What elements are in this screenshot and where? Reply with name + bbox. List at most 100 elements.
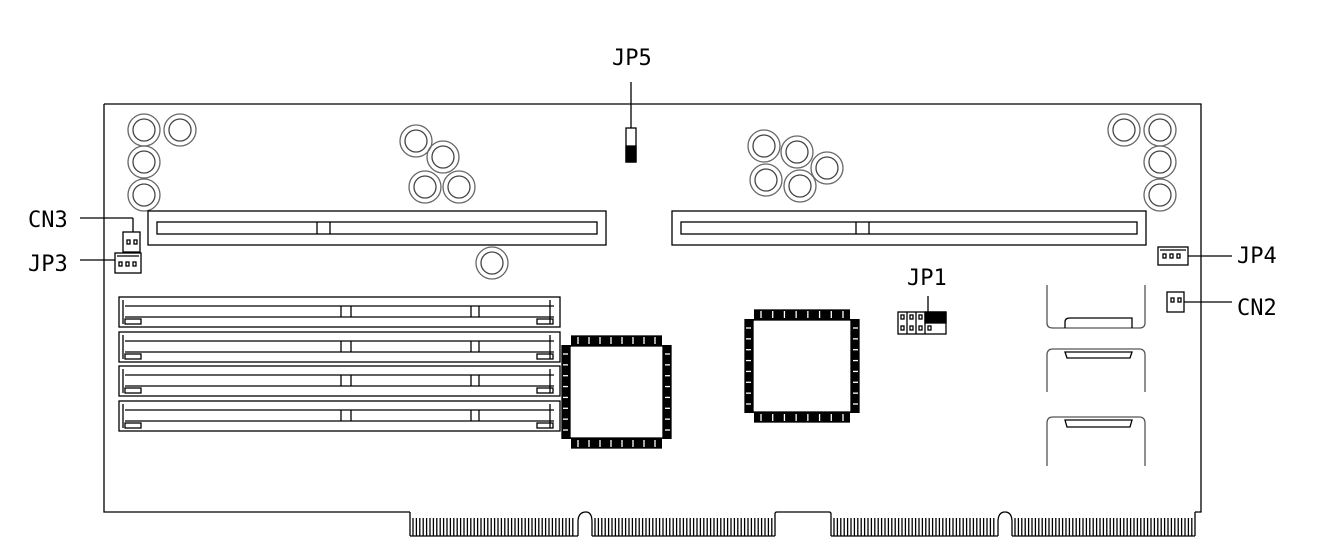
capacitor bbox=[1143, 113, 1177, 147]
pin bbox=[909, 325, 914, 331]
capacitor-inner bbox=[132, 118, 156, 142]
capacitor-inner bbox=[785, 140, 809, 164]
bracket-tab bbox=[1064, 317, 1133, 328]
capacitor bbox=[1143, 145, 1177, 179]
capacitor-inner bbox=[447, 175, 471, 199]
slot-body bbox=[671, 210, 1147, 246]
capacitor bbox=[163, 113, 197, 147]
dimm-body bbox=[118, 400, 561, 432]
capacitor bbox=[1143, 178, 1177, 212]
bracket-tab bbox=[1064, 351, 1133, 359]
edge-connector bbox=[409, 511, 1196, 537]
board-outline bbox=[103, 103, 1202, 513]
pin bbox=[125, 261, 130, 267]
pin bbox=[1170, 297, 1175, 303]
capacitor bbox=[127, 113, 161, 147]
capacitor bbox=[1107, 113, 1141, 147]
corner bbox=[662, 335, 672, 345]
capacitor-inner bbox=[168, 118, 192, 142]
capacitor-outer bbox=[127, 178, 161, 212]
corner bbox=[561, 439, 571, 449]
capacitor-outer bbox=[163, 113, 197, 147]
pin bbox=[918, 325, 923, 331]
pin bbox=[927, 325, 932, 331]
capacitor bbox=[442, 170, 476, 204]
pci-slot bbox=[147, 210, 607, 246]
bracket-outline bbox=[1046, 348, 1146, 392]
jumper-jp5 bbox=[625, 127, 637, 163]
dimm-clip bbox=[124, 422, 142, 429]
dimm-slot bbox=[118, 400, 561, 432]
capacitor-outer bbox=[408, 170, 442, 204]
pin bbox=[133, 239, 138, 245]
capacitor-outer bbox=[783, 169, 817, 203]
capacitor bbox=[780, 135, 814, 169]
pin bbox=[132, 261, 137, 267]
bracket-tab bbox=[1064, 419, 1133, 428]
capacitor-inner bbox=[404, 129, 428, 153]
pin bbox=[909, 314, 914, 320]
qfp-chip bbox=[561, 335, 672, 449]
capacitor bbox=[810, 151, 844, 185]
capacitor bbox=[399, 124, 433, 158]
pin bbox=[1169, 253, 1174, 259]
chip-body bbox=[569, 345, 664, 439]
jp1-cap bbox=[924, 311, 947, 324]
capacitor bbox=[127, 178, 161, 212]
capacitor-inner bbox=[413, 175, 437, 199]
corner bbox=[744, 309, 754, 319]
capacitor-outer bbox=[810, 151, 844, 185]
capacitor-outer bbox=[127, 145, 161, 179]
bracket-outline bbox=[1046, 416, 1146, 466]
edge-outline bbox=[409, 511, 1196, 536]
capacitor-inner bbox=[1148, 150, 1172, 174]
connector-jp4 bbox=[1157, 246, 1189, 266]
label-cn2: CN2 bbox=[1237, 296, 1277, 321]
dimm-clip bbox=[536, 353, 554, 360]
capacitor-outer bbox=[1143, 178, 1177, 212]
dimm-slot bbox=[118, 365, 561, 397]
corner bbox=[850, 413, 860, 423]
dimm-body bbox=[118, 331, 561, 363]
capacitor-inner bbox=[132, 150, 156, 174]
capacitor-outer bbox=[780, 135, 814, 169]
capacitor-inner bbox=[1148, 118, 1172, 142]
pci-slot bbox=[671, 210, 1147, 246]
dimm-clip bbox=[536, 422, 554, 429]
label-jp5: JP5 bbox=[612, 46, 652, 71]
capacitor bbox=[127, 145, 161, 179]
slot-opening bbox=[156, 221, 598, 235]
connector-cn3 bbox=[122, 231, 141, 253]
capacitor-inner bbox=[752, 134, 776, 158]
capacitor bbox=[749, 163, 783, 197]
capacitor-outer bbox=[749, 163, 783, 197]
slot-opening bbox=[680, 221, 1138, 235]
dimm-clip bbox=[124, 387, 142, 394]
bracket bbox=[1046, 348, 1146, 392]
label-cn3: CN3 bbox=[28, 208, 68, 233]
pin bbox=[918, 314, 923, 320]
capacitor-inner bbox=[1112, 118, 1136, 142]
capacitor-inner bbox=[754, 168, 778, 192]
dimm-clip bbox=[536, 318, 554, 325]
capacitor-outer bbox=[426, 140, 460, 174]
pin bbox=[1177, 297, 1182, 303]
capacitor-outer bbox=[747, 129, 781, 163]
corner bbox=[744, 413, 754, 423]
capacitor-inner bbox=[788, 174, 812, 198]
capacitor-inner bbox=[480, 251, 504, 275]
bracket bbox=[1046, 416, 1146, 466]
capacitor-outer bbox=[399, 124, 433, 158]
dimm-clip bbox=[536, 387, 554, 394]
pin bbox=[900, 325, 905, 331]
capacitor-inner bbox=[815, 156, 839, 180]
pin bbox=[900, 314, 905, 320]
dimm-body bbox=[118, 365, 561, 397]
capacitor bbox=[426, 140, 460, 174]
capacitor bbox=[408, 170, 442, 204]
jumper-jp1 bbox=[897, 311, 947, 335]
capacitor-inner bbox=[1148, 183, 1172, 207]
capacitor bbox=[475, 246, 509, 280]
connector-jp3 bbox=[114, 252, 142, 274]
